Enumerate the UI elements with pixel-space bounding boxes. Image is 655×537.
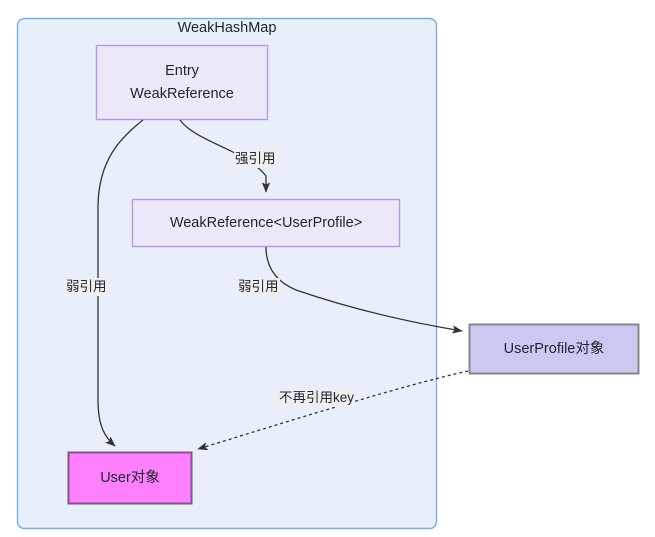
node-entry-box[interactable] [95,44,269,121]
edge-label-weak-reference-key: 弱引用 [65,278,108,297]
node-userprofile-box[interactable] [468,323,640,375]
node-user-box[interactable] [67,451,193,505]
node-weakref-box[interactable] [131,198,401,248]
edge-entry-to-user [97,119,144,447]
edge-entry-to-weakref [179,119,271,193]
edge-weakref-to-userprofile [265,246,463,334]
cluster-title: WeakHashMap [177,20,277,36]
edge-label-weak-reference-value: 弱引用 [237,278,280,297]
edge-label-strong-reference: 强引用 [234,150,277,169]
edge-label-no-longer-references-key: 不再引用key [278,389,356,408]
